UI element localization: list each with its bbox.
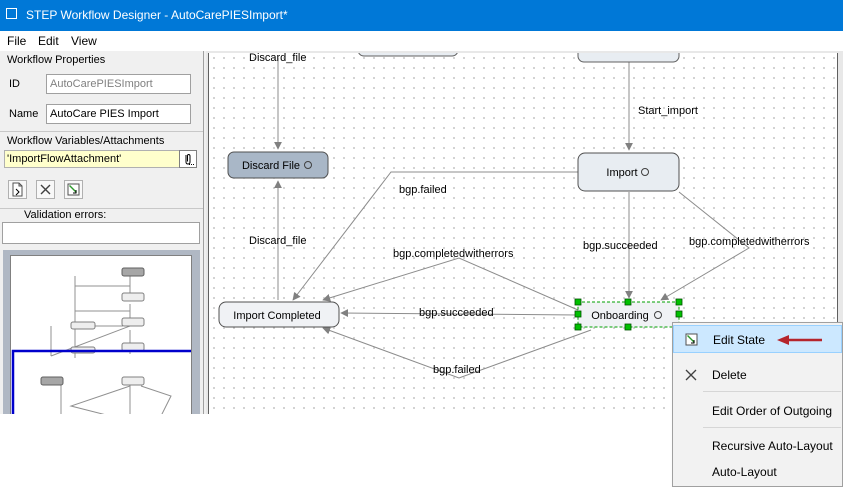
state-discard-file-label: Discard File: [242, 160, 300, 172]
overview-canvas: [10, 255, 195, 414]
edge-bgp-completedwitherrors-right[interactable]: [660, 191, 750, 301]
state-discard-file[interactable]: Discard File: [227, 151, 329, 179]
transition-edges: [274, 58, 750, 379]
id-field: AutoCarePIESImport: [46, 74, 191, 94]
state-import-label: Import: [606, 167, 637, 179]
workflow-designer-window: STEP Workflow Designer - AutoCarePIESImp…: [0, 0, 843, 414]
menu-item-edit-state[interactable]: Edit State: [673, 325, 842, 353]
menu-item-label: Delete: [712, 368, 747, 382]
menu-file[interactable]: File: [7, 34, 27, 48]
info-icon[interactable]: [304, 161, 312, 169]
workflow-variables-label: Workflow Variables/Attachments: [7, 135, 165, 147]
label-bgp-completedwitherrors-mid: bgp.completedwitherrors: [393, 248, 514, 260]
menu-item-edit-order-of-outgoing[interactable]: Edit Order of Outgoing: [673, 397, 842, 425]
menu-item-label: Edit State: [713, 333, 766, 347]
menu-item-label: Recursive Auto-Layout: [712, 439, 833, 453]
name-label: Name: [9, 108, 39, 120]
add-variable-button[interactable]: [8, 180, 27, 199]
state-import[interactable]: Import: [577, 152, 680, 192]
state-offscreen-right[interactable]: [577, 53, 680, 63]
label-bgp-completedwitherrors-right: bgp.completedwitherrors: [689, 236, 810, 248]
pointer-arrow-icon: [777, 335, 822, 345]
edit-variable-button[interactable]: [64, 180, 83, 199]
state-onboarding[interactable]: Onboarding: [574, 298, 683, 331]
edge-bgp-succeeded-onboarding[interactable]: [340, 309, 579, 318]
overview-thumbnail: [11, 267, 195, 414]
workflow-diagram: Discard File Import Import Completed Onb…: [218, 53, 810, 379]
variable-item[interactable]: 'ImportFlowAttachment': [4, 150, 181, 168]
menu-item-label: Edit Order of Outgoing: [712, 404, 833, 418]
state-import-completed-label: Import Completed: [233, 310, 320, 322]
title-bar: STEP Workflow Designer - AutoCarePIESImp…: [0, 0, 843, 31]
edge-bgp-failed-top[interactable]: [292, 171, 578, 301]
label-start-import: Start_import: [638, 105, 698, 117]
info-icon[interactable]: [641, 168, 649, 176]
label-bgp-failed-bottom: bgp.failed: [433, 364, 481, 376]
divider: [0, 131, 203, 132]
label-bgp-succeeded-onboarding: bgp.succeeded: [419, 307, 494, 319]
menu-separator: [703, 427, 841, 428]
divider: [0, 208, 203, 209]
label-bgp-failed-top: bgp.failed: [399, 184, 447, 196]
label-bgp-succeeded-import: bgp.succeeded: [583, 240, 658, 252]
menu-item-label: Auto-Layout: [712, 465, 777, 479]
state-onboarding-label: Onboarding: [591, 310, 649, 322]
edge-bgp-failed-bottom[interactable]: [322, 326, 592, 379]
state-import-completed[interactable]: Import Completed: [218, 301, 340, 328]
state-offscreen-left[interactable]: [358, 53, 458, 57]
paperclip-icon[interactable]: [179, 150, 197, 168]
menu-edit[interactable]: Edit: [38, 34, 59, 48]
info-icon[interactable]: [654, 311, 662, 319]
menu-bar: File Edit View: [0, 31, 843, 51]
menu-separator: [703, 391, 841, 392]
menu-view[interactable]: View: [71, 34, 97, 48]
menu-item-recursive-auto-layout[interactable]: Recursive Auto-Layout: [673, 432, 842, 460]
menu-item-delete[interactable]: Delete: [673, 361, 842, 389]
context-menu: Edit State Delete Edit Order of Outgoing…: [672, 322, 843, 487]
diagram-overview[interactable]: [3, 250, 200, 414]
delete-icon: [685, 369, 697, 381]
validation-errors-box: [2, 222, 200, 244]
transition-labels: Discard_file Start_import Discard_file b…: [249, 53, 810, 376]
edge-bgp-completedwitherrors-mid[interactable]: [322, 257, 579, 311]
label-discard-file-mid: Discard_file: [249, 235, 306, 247]
edit-state-icon: [685, 333, 698, 346]
name-field[interactable]: AutoCare PIES Import: [46, 104, 191, 124]
validation-errors-label: Validation errors:: [24, 209, 107, 221]
id-label: ID: [9, 78, 20, 90]
app-icon: [6, 8, 17, 19]
menu-item-auto-layout[interactable]: Auto-Layout: [673, 458, 842, 486]
label-discard-file-top: Discard_file: [249, 53, 306, 64]
delete-variable-button[interactable]: [36, 180, 55, 199]
workflow-properties-label: Workflow Properties: [7, 54, 106, 66]
left-panel: Workflow Properties ID AutoCarePIESImpor…: [0, 51, 204, 414]
window-title: STEP Workflow Designer - AutoCarePIESImp…: [26, 8, 288, 22]
